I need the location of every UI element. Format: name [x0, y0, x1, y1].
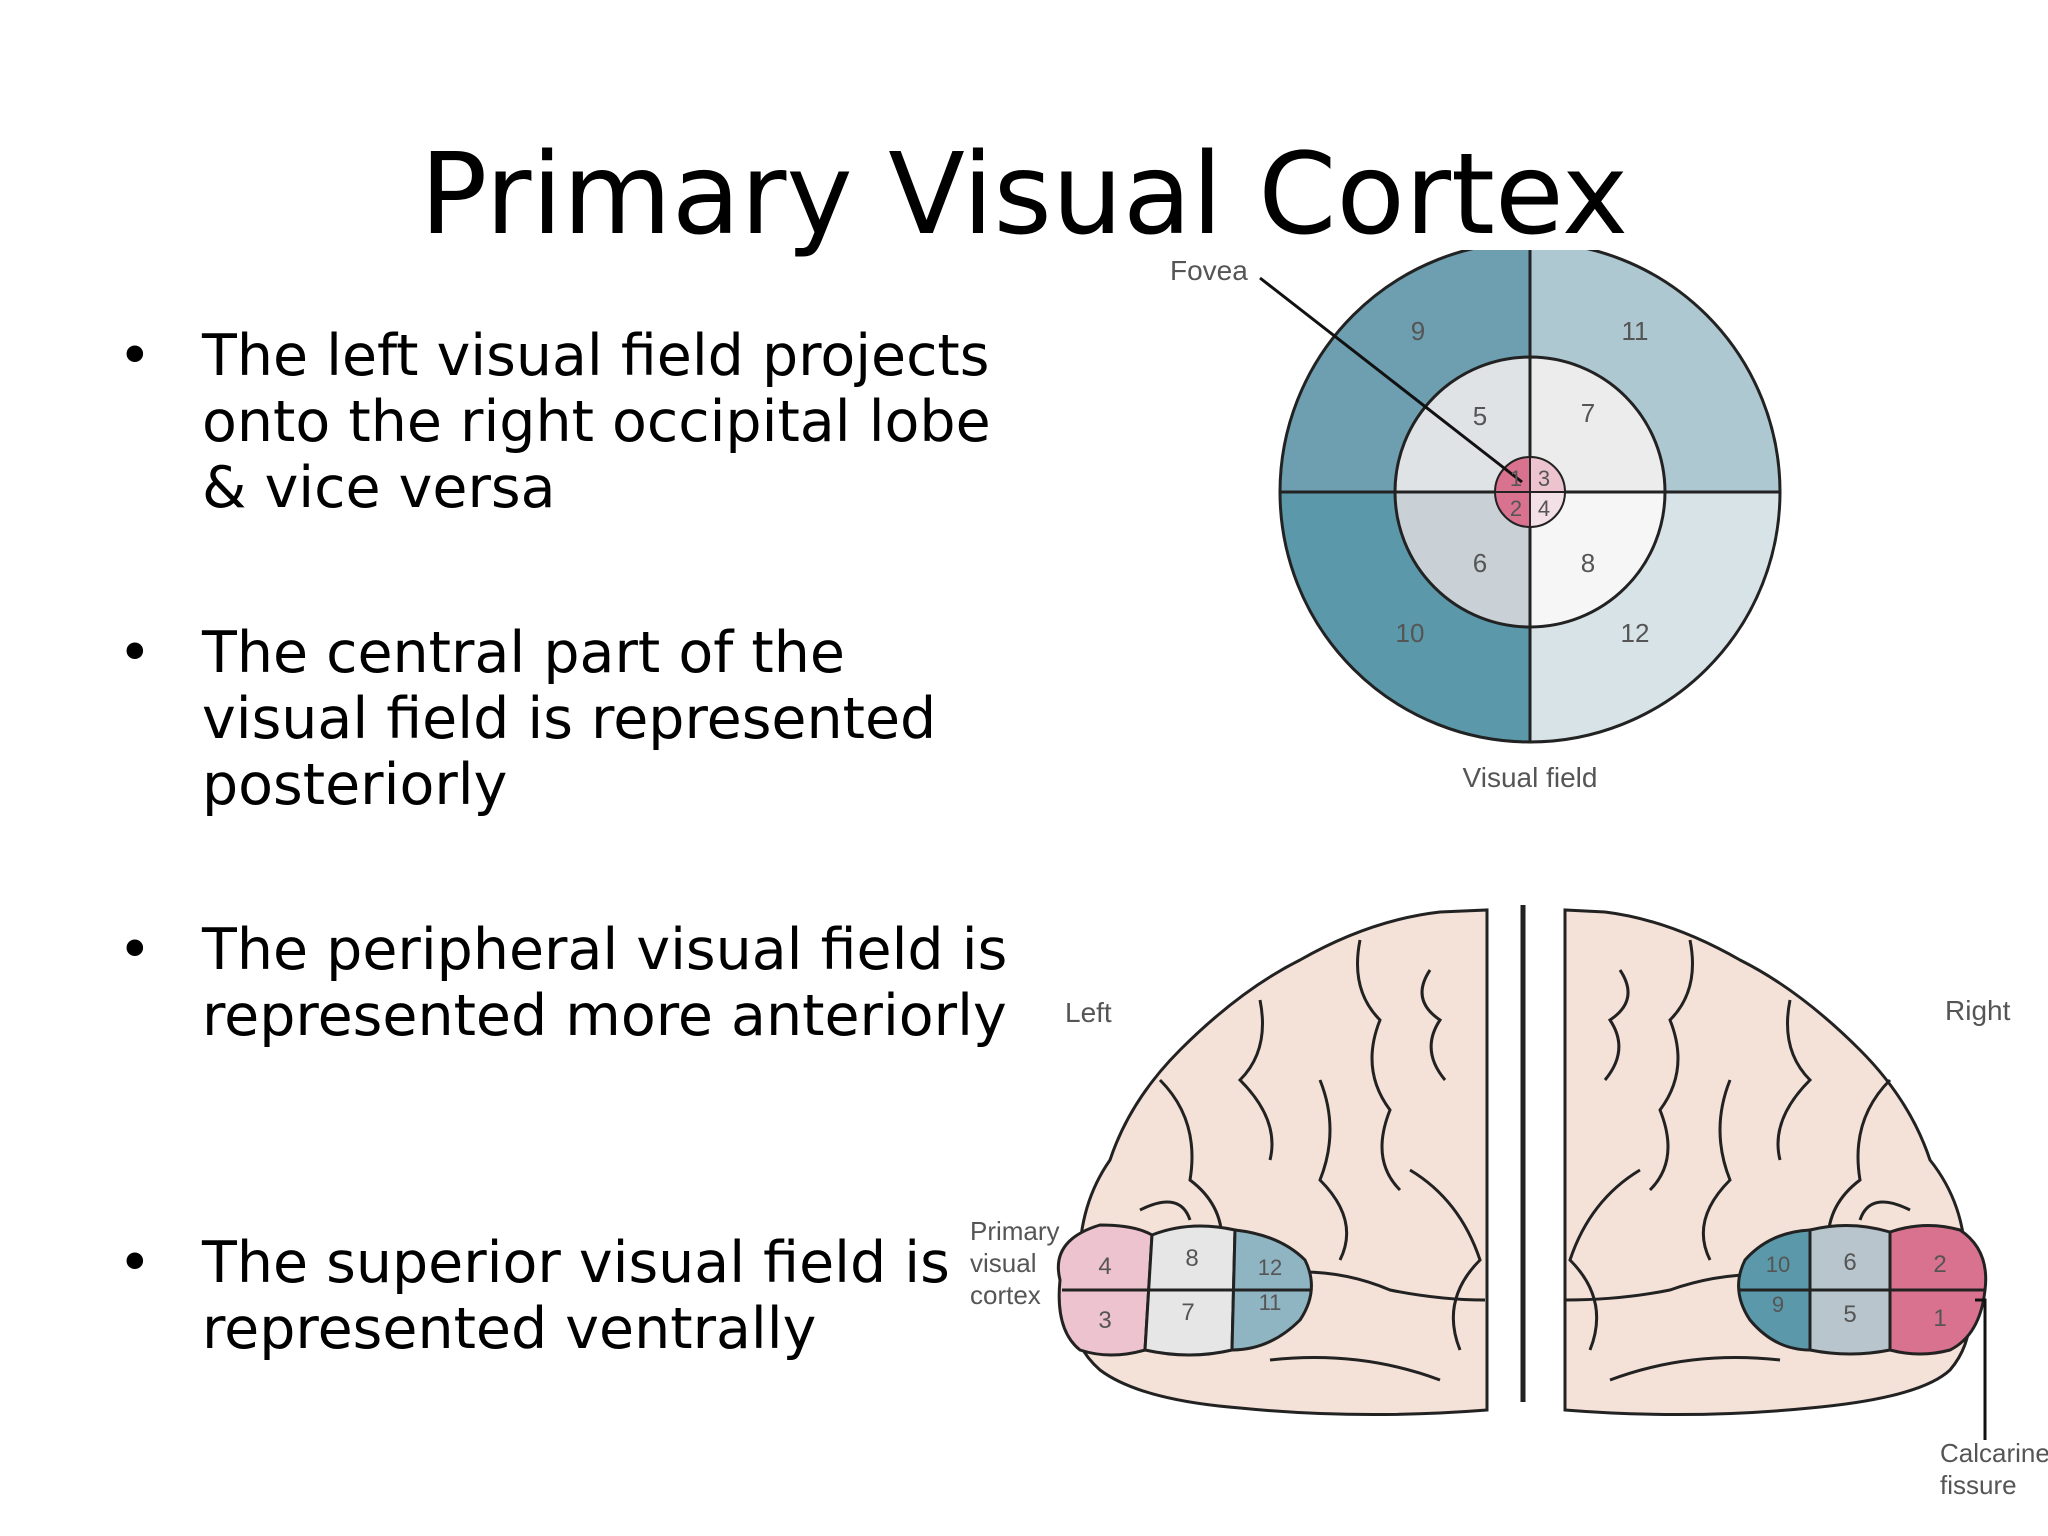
left-v1-label-11: 11: [1259, 1290, 1282, 1315]
primary-visual-cortex-label: Primary: [970, 1216, 1060, 1246]
bullet-line: visual field is represented: [202, 686, 937, 752]
left-sulcus-line: [1237, 999, 1274, 1161]
left-sulcus-line: [1356, 939, 1402, 1192]
visual-field-caption: Visual field: [1463, 762, 1598, 793]
visual-field-diagram: Fovea 9 11 5 7 1 3 2 4 6 8 10 12 Visual …: [1170, 250, 1782, 793]
right-sulcus-line: [1648, 939, 1694, 1192]
right-sulcus-line: [1568, 1168, 1641, 1351]
segment-label-2: 2: [1510, 496, 1522, 521]
left-v1-label-8: 8: [1185, 1245, 1198, 1272]
segment-label-7: 7: [1581, 398, 1595, 428]
bullet-symbol: •: [118, 323, 152, 389]
right-v1-label-9: 9: [1772, 1292, 1784, 1317]
bullet-line: onto the right occipital lobe: [202, 389, 991, 455]
bullet-line: The superior visual field is: [202, 1230, 950, 1296]
left-sulcus-line: [1139, 1200, 1192, 1221]
right-v1-label-6: 6: [1843, 1249, 1856, 1276]
calcarine-fissure-label: fissure: [1940, 1470, 2017, 1500]
field-segment-8: [1528, 490, 1667, 629]
left-label: Left: [1065, 997, 1112, 1028]
left-v1-label-7: 7: [1181, 1299, 1194, 1326]
field-segment-5: [1393, 355, 1532, 494]
field-segment-2: [1493, 491, 1531, 529]
fovea-pointer-line: [1259, 276, 1523, 484]
right-v1-label-2: 2: [1933, 1251, 1946, 1278]
segment-label-3: 3: [1538, 466, 1550, 491]
bullet-symbol: •: [118, 1230, 152, 1296]
bullet-line: The central part of the: [202, 620, 845, 686]
segment-label-4: 4: [1538, 496, 1550, 521]
primary-visual-cortex-label: cortex: [970, 1280, 1041, 1310]
right-v1-label-5: 5: [1843, 1301, 1856, 1328]
bullet-line: posteriorly: [202, 752, 508, 818]
bullet-line: represented more anteriorly: [202, 983, 1007, 1049]
right-label: Right: [1945, 995, 2011, 1026]
right-v1-label-1: 1: [1933, 1305, 1946, 1332]
segment-label-6: 6: [1473, 548, 1487, 578]
left-sulcus-line: [1318, 1079, 1349, 1261]
field-segment-4: [1529, 491, 1567, 529]
right-sulcus-line: [1776, 999, 1813, 1161]
primary-visual-cortex-label: visual: [970, 1248, 1036, 1278]
segment-label-8: 8: [1581, 548, 1595, 578]
left-sulcus-line: [1420, 969, 1447, 1081]
field-segment-6: [1393, 490, 1532, 629]
field-segment-7: [1528, 355, 1667, 494]
segment-label-11: 11: [1622, 316, 1649, 346]
left-v1-label-4: 4: [1098, 1253, 1111, 1280]
segment-label-10: 10: [1396, 618, 1425, 648]
calcarine-fissure-label: Calcarine: [1940, 1438, 2048, 1468]
left-v1-label-3: 3: [1098, 1307, 1111, 1334]
bullet-line: & vice versa: [202, 455, 556, 521]
segment-label-9: 9: [1411, 316, 1425, 346]
right-sulcus-line: [1609, 1356, 1781, 1382]
bullet-line: represented ventrally: [202, 1296, 817, 1362]
bullet-symbol: •: [118, 917, 152, 983]
bullet-line: The peripheral visual field is: [202, 917, 1008, 983]
left-v1-label-12: 12: [1258, 1255, 1282, 1280]
segment-label-5: 5: [1473, 401, 1487, 431]
right-v1-label-10: 10: [1766, 1252, 1790, 1277]
calcarine-pointer-line: [1975, 1298, 1987, 1440]
right-sulcus-line: [1701, 1079, 1732, 1261]
right-sulcus-line: [1603, 969, 1630, 1081]
left-sulcus-line: [1409, 1168, 1482, 1351]
occipital-lobes-diagram: 4 3 8 7 12 11 10 9 6 5 2 1 Left Right Pr: [970, 905, 2048, 1500]
segment-label-12: 12: [1621, 618, 1650, 648]
field-segment-3: [1529, 455, 1567, 493]
slide-title: Primary Visual Cortex: [419, 130, 1629, 260]
segment-label-1: 1: [1510, 466, 1522, 491]
left-sulcus-line: [1269, 1356, 1441, 1382]
bullet-line: The left visual field projects: [202, 323, 990, 389]
right-sulcus-line: [1858, 1200, 1911, 1221]
fovea-label: Fovea: [1170, 255, 1248, 286]
bullet-symbol: •: [118, 620, 152, 686]
